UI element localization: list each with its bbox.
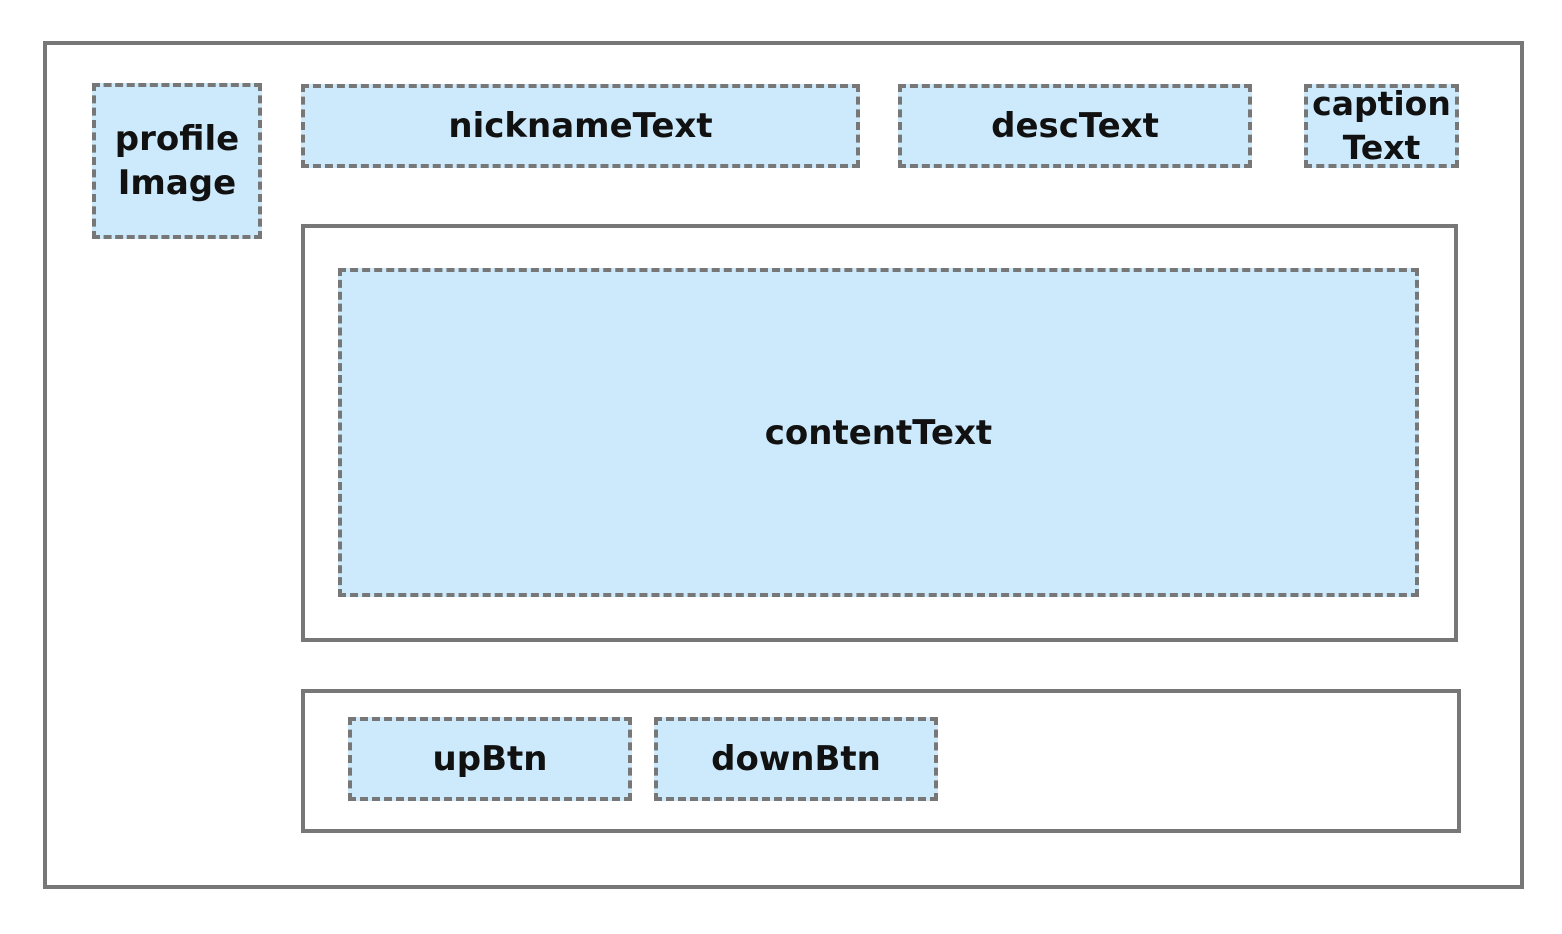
caption-text-label-line2: Text [1342, 128, 1421, 167]
up-button-label: upBtn [432, 739, 548, 779]
content-text-label: contentText [764, 412, 993, 453]
up-button-placeholder: upBtn [348, 717, 632, 801]
profile-image-label-line2: Image [117, 163, 237, 203]
content-text-placeholder: contentText [338, 268, 1419, 597]
profile-image-label: profile Image [115, 117, 239, 205]
caption-text-placeholder: caption Text [1304, 84, 1459, 168]
profile-image-placeholder: profile Image [92, 83, 262, 239]
desc-text-placeholder: descText [898, 84, 1252, 168]
down-button-label: downBtn [711, 739, 881, 779]
profile-image-label-line1: profile [114, 119, 240, 159]
down-button-placeholder: downBtn [654, 717, 938, 801]
caption-text-label-line1: caption [1312, 84, 1451, 123]
nickname-text-placeholder: nicknameText [301, 84, 860, 168]
desc-text-label: descText [991, 106, 1159, 146]
caption-text-label: caption Text [1312, 82, 1451, 170]
nickname-text-label: nicknameText [448, 106, 713, 146]
